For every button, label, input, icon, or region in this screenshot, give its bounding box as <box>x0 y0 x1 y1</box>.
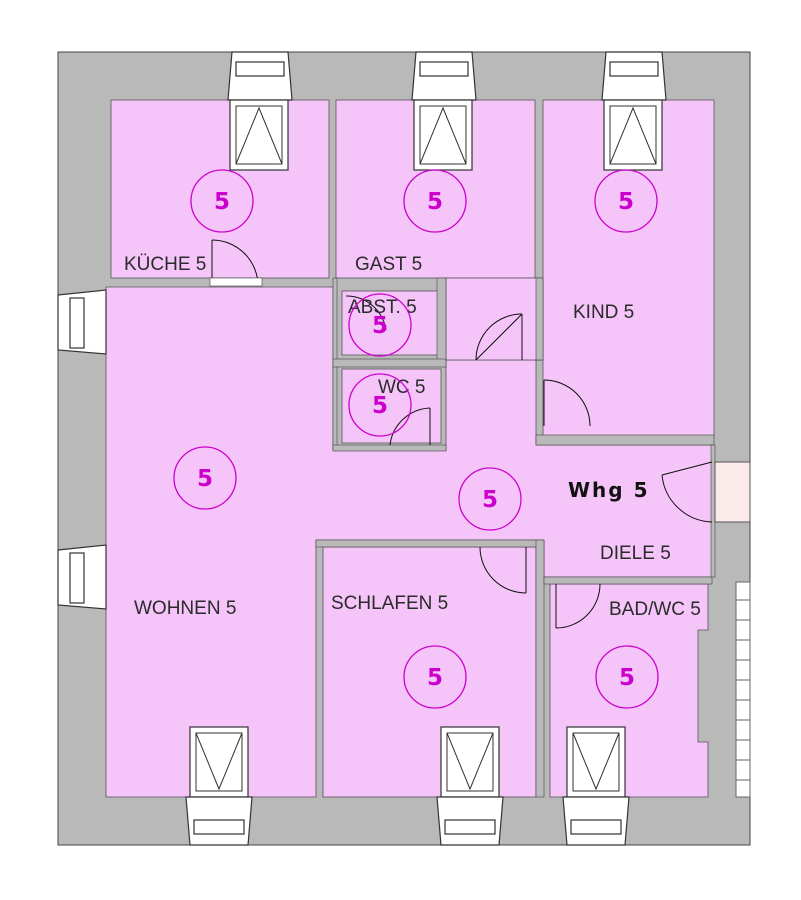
room-label-abst: ABST. 5 <box>348 297 417 318</box>
room-badge-corridor: 5 <box>458 467 522 531</box>
window-icon <box>57 289 107 355</box>
room-label-wc: WC 5 <box>378 377 426 398</box>
badge-number: 5 <box>482 487 498 513</box>
windows-left <box>57 289 107 610</box>
room-schlafen-area <box>322 546 537 798</box>
room-badge-kueche: 5 <box>190 169 254 233</box>
room-badge-kind: 5 <box>594 169 658 233</box>
room-badge-wohnen: 5 <box>173 446 237 510</box>
room-badge-abst: 5 <box>348 293 412 357</box>
room-wc-area <box>341 368 442 444</box>
window-icon <box>436 726 504 846</box>
badge-number: 5 <box>427 189 443 215</box>
door-entrance <box>661 461 713 523</box>
badge-number: 5 <box>214 189 230 215</box>
badge-number: 5 <box>372 313 388 339</box>
badge-circle <box>595 645 659 709</box>
door-kind <box>543 379 591 427</box>
room-kueche-area <box>110 99 330 279</box>
room-badge-gast: 5 <box>403 169 467 233</box>
windows-top <box>227 51 667 171</box>
badge-circle <box>190 169 254 233</box>
room-label-badwc: BAD/WC 5 <box>609 599 701 620</box>
window-icon <box>411 51 477 171</box>
door-abst <box>345 295 387 331</box>
badge-circle <box>403 645 467 709</box>
entrance-opening <box>714 461 751 523</box>
badge-number: 5 <box>427 665 443 691</box>
room-label-gast: GAST 5 <box>355 254 422 275</box>
apartment-label: Whg 5 <box>568 478 650 502</box>
badge-number: 5 <box>618 189 634 215</box>
door-badwc <box>555 583 601 629</box>
staircase <box>735 581 751 798</box>
door-wc <box>389 407 431 446</box>
badge-number: 5 <box>372 393 388 419</box>
window-icon <box>562 726 630 846</box>
corridor-area <box>445 277 544 361</box>
partition-walls <box>315 277 716 798</box>
badge-circle <box>403 169 467 233</box>
room-label-schlafen: SCHLAFEN 5 <box>331 593 448 614</box>
window-icon <box>601 51 667 171</box>
doors <box>209 239 713 629</box>
room-abst-area <box>341 290 442 356</box>
badge-circle <box>348 293 412 357</box>
badge-circle <box>458 467 522 531</box>
badge-number: 5 <box>619 665 635 691</box>
room-badge-wc: 5 <box>348 373 412 437</box>
room-labels: KÜCHE 5 GAST 5 KIND 5 ABST. 5 WC 5 WOHNE… <box>124 254 701 620</box>
room-label-kind: KIND 5 <box>573 302 634 323</box>
door-schlafen <box>479 546 527 594</box>
badge-circle <box>594 169 658 233</box>
window-icon <box>185 726 253 846</box>
door-corridor-gast <box>475 313 523 361</box>
badge-circle <box>348 373 412 437</box>
window-icon <box>227 51 293 171</box>
windows-bottom <box>185 726 630 846</box>
room-label-diele: DIELE 5 <box>600 543 671 564</box>
badge-number: 5 <box>197 466 213 492</box>
room-label-kueche: KÜCHE 5 <box>124 254 206 275</box>
badge-circle <box>173 446 237 510</box>
window-icon <box>57 544 107 610</box>
room-badge-schlafen: 5 <box>403 645 467 709</box>
room-badges: 5 5 5 5 5 5 5 5 5 <box>173 169 659 709</box>
room-badge-badwc: 5 <box>595 645 659 709</box>
room-label-wohnen: WOHNEN 5 <box>134 598 236 619</box>
room-fills <box>105 99 715 798</box>
door-kueche <box>209 239 263 287</box>
